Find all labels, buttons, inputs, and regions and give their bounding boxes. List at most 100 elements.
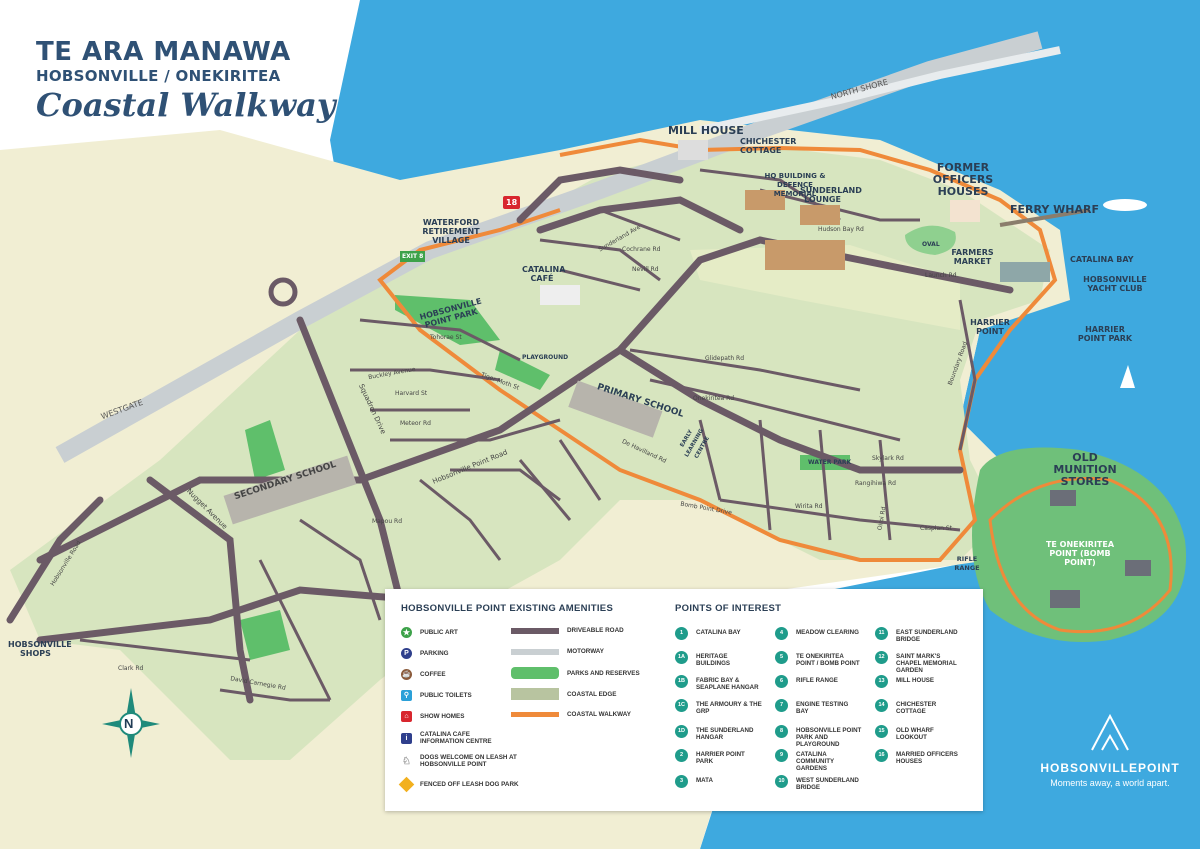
road-hudson-bay-rd: Hudson Bay Rd	[818, 226, 864, 233]
land	[10, 150, 1050, 760]
island-walkway	[988, 476, 1173, 634]
legend-coffee: ☕ COFFEE	[401, 669, 446, 680]
road-skylark-rd: Skylark Rd	[872, 455, 904, 462]
title-line1: TE ARA MANAWA	[36, 37, 291, 67]
label-harrier-point-park: HARRIER POINT PARK	[1077, 325, 1133, 343]
road-harvard-st: Harvard St	[395, 390, 428, 397]
legend-amenities-title: HOBSONVILLE POINT EXISTING AMENITIES	[401, 603, 614, 614]
poi-number: 4	[775, 627, 788, 640]
poi-label: FABRIC BAY & SEAPLANE HANGAR	[696, 677, 759, 691]
roundabout	[268, 277, 298, 307]
poi-item: 1C THE ARMOURY & THE GRP	[675, 699, 762, 715]
legend-parks: PARKS AND RESERVES	[511, 667, 640, 679]
info-icon: i	[401, 732, 412, 744]
legend-toilets: ⚲ PUBLIC TOILETS	[401, 690, 472, 701]
label-yacht-club: HOBSONVILLE YACHT CLUB	[1083, 275, 1147, 293]
park-south	[240, 610, 290, 660]
poi-number: 5	[775, 651, 788, 664]
legend-dogs-label: DOGS WELCOME ON LEASH AT HOBSONVILLE POI…	[420, 754, 517, 768]
legend-coastal-edge-label: COASTAL EDGE	[567, 690, 617, 698]
public-art-icon: ★	[401, 627, 412, 638]
legend-pois-title: POINTS OF INTEREST	[675, 603, 782, 614]
brand-logo-icon	[1091, 713, 1129, 751]
legend-coastal-walkway: COASTAL WALKWAY	[511, 711, 631, 718]
motorway-bridge	[699, 46, 1061, 134]
poi-label: OLD WHARF LOOKOUT	[896, 727, 934, 741]
park-playground	[495, 350, 550, 390]
buildings	[223, 140, 1151, 608]
road-glidepath-rd: Glidepath Rd	[705, 355, 745, 362]
road-wirita-rd: Wirita Rd	[795, 503, 823, 510]
coastal-walkway	[377, 137, 1058, 562]
label-hq-building: HQ BUILDING & DEFENCE MEMORIAL	[764, 172, 826, 198]
poi-number: 1A	[675, 651, 688, 664]
poi-label: CHICHESTER COTTAGE	[896, 701, 937, 715]
legend-show-homes-label: SHOW HOMES	[420, 713, 465, 720]
dog-park-icon	[398, 776, 415, 793]
legend-info-label: CATALINA CAFE INFORMATION CENTRE	[420, 731, 492, 745]
legend-panel: HOBSONVILLE POINT EXISTING AMENITIES POI…	[385, 589, 983, 811]
road-clark-rd: Clark Rd	[118, 665, 144, 672]
legend-coastal-edge: COASTAL EDGE	[511, 688, 616, 700]
label-farmers-market: FARMERS MARKET	[951, 248, 994, 266]
poi-item: 2 HARRIER POINT PARK	[675, 749, 762, 765]
poi-item: 9 CATALINA COMMUNITY GARDENS	[775, 749, 862, 772]
legend-parks-label: PARKS AND RESERVES	[567, 669, 640, 677]
sailboat	[1120, 365, 1135, 388]
label-former-officers-houses: FORMER OFFICERS HOUSES	[932, 161, 994, 198]
poi-label: MILL HOUSE	[896, 677, 935, 684]
legend-parking: P PARKING	[401, 648, 449, 659]
label-route-18: 18	[503, 196, 521, 209]
poi-label: ENGINE TESTING BAY	[796, 701, 849, 715]
brand-block: HOBSONVILLEPOINT Moments away, a world a…	[1040, 712, 1180, 788]
legend-driveable-road-label: DRIVEABLE ROAD	[567, 627, 624, 634]
brand-tagline: Moments away, a world apart.	[1050, 778, 1170, 788]
poi-number: 1D	[675, 725, 688, 738]
legend-toilets-label: PUBLIC TOILETS	[420, 692, 472, 699]
poi-label: HARRIER POINT PARK	[696, 751, 745, 765]
label-old-munition-stores: OLD MUNITION STORES	[1053, 451, 1117, 488]
poi-number: 1	[675, 627, 688, 640]
road-cochrane-rd: Cochrane Rd	[622, 246, 661, 253]
poi-number: 16	[875, 749, 888, 762]
park-swatch	[511, 667, 559, 679]
legend-show-homes: ⌂ SHOW HOMES	[401, 711, 464, 722]
park-oval	[905, 225, 956, 255]
road-swatch	[511, 627, 559, 634]
poi-label: CATALINA COMMUNITY GARDENS	[796, 751, 835, 772]
poi-label: THE SUNDERLAND HANGAR	[696, 727, 754, 741]
legend-dogs: ♘ DOGS WELCOME ON LEASH AT HOBSONVILLE P…	[401, 754, 540, 768]
label-water-park: WATER PARK	[808, 459, 852, 466]
poi-number: 9	[775, 749, 788, 762]
road-nevill-rd: Nevill Rd	[632, 266, 659, 273]
poi-label: RIFLE RANGE	[796, 677, 838, 684]
legend-motorway-label: MOTORWAY	[567, 648, 604, 655]
title-line3: Coastal Walkway	[36, 86, 336, 124]
poi-number: 3	[675, 775, 688, 788]
label-chichester-cottage: CHICHESTER COTTAGE	[740, 137, 797, 155]
ferry-wharf	[999, 208, 1091, 227]
poi-number: 2	[675, 749, 688, 762]
minor-roads	[79, 168, 977, 702]
coffee-icon: ☕	[401, 669, 412, 680]
label-hobsonville-shops: HOBSONVILLE SHOPS	[8, 640, 72, 658]
legend-public-art-label: PUBLIC ART	[420, 629, 458, 636]
label-catalina-bay: CATALINA BAY	[1070, 255, 1134, 264]
legend-info: i CATALINA CAFE INFORMATION CENTRE	[401, 731, 500, 745]
poi-number: 10	[775, 775, 788, 788]
title-line2: HOBSONVILLE / ONEKIRITEA	[36, 67, 281, 85]
poi-number: 6	[775, 675, 788, 688]
poi-number: 1C	[675, 699, 688, 712]
compass: N	[102, 688, 160, 763]
motorway-swatch	[511, 648, 559, 655]
poi-label: THE ARMOURY & THE GRP	[696, 701, 762, 715]
